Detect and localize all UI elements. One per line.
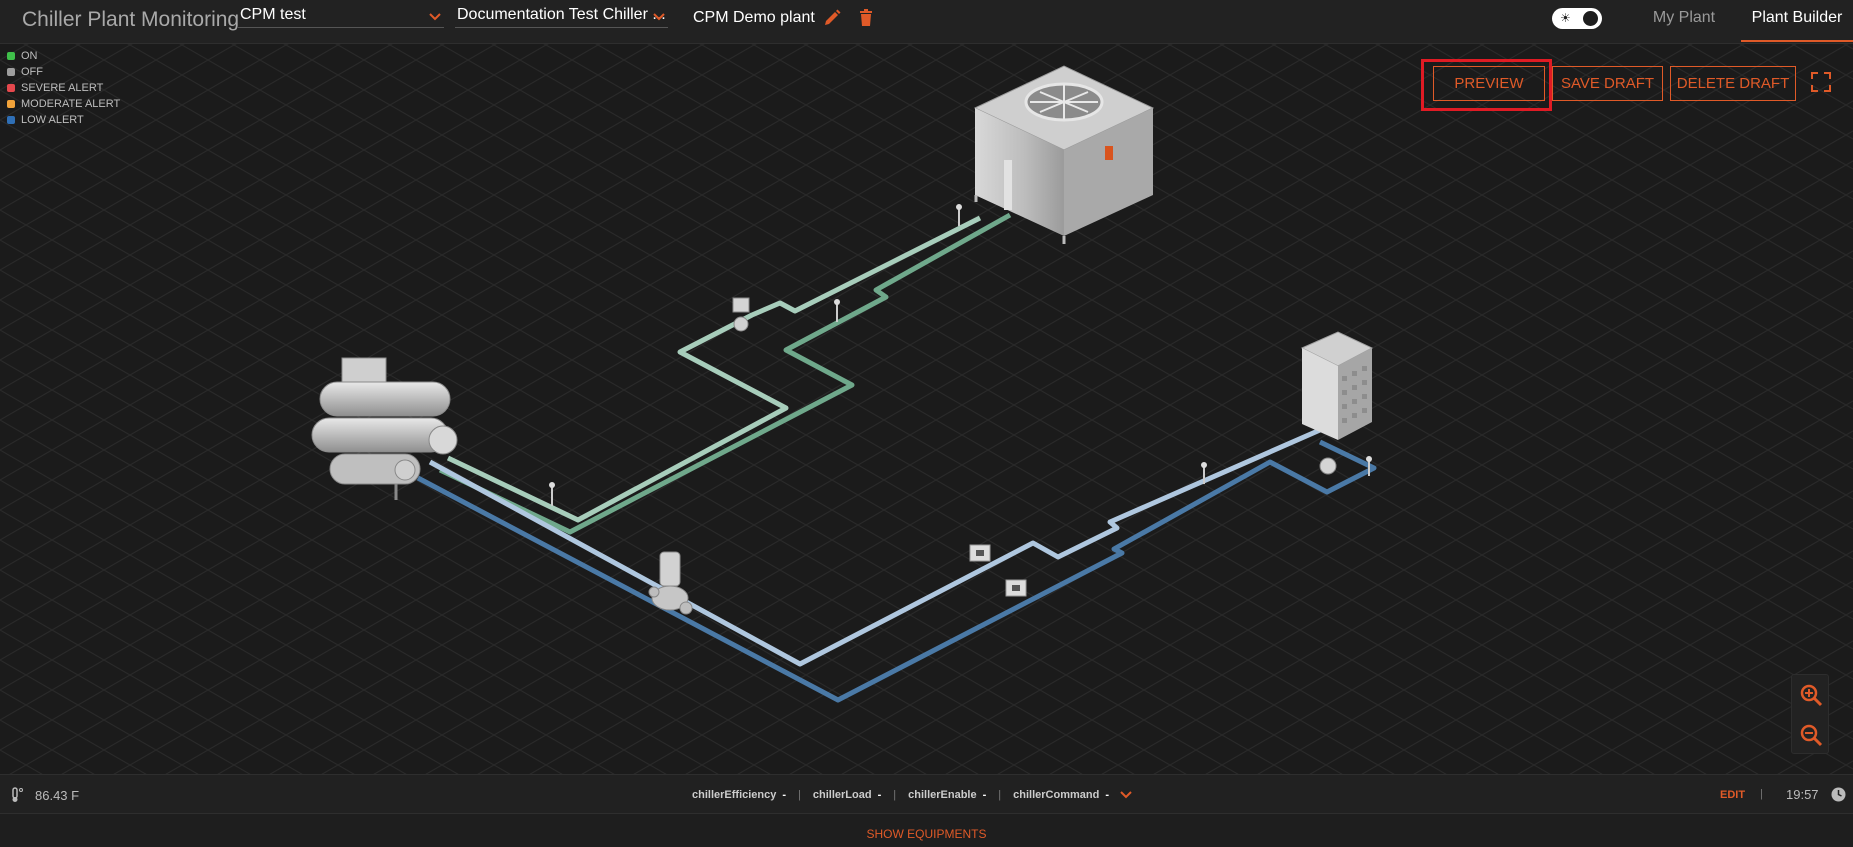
valve-icon [732,297,750,332]
sun-icon: ☀ [1560,11,1571,25]
param-value: - [1105,789,1109,801]
flow-meter-icon [969,544,991,562]
legend-label: ON [21,50,38,62]
param-chiller-command: chillerCommand - [1013,789,1109,801]
legend-label: LOW ALERT [21,114,84,126]
param-label: chillerCommand [1013,789,1100,801]
chilled-return-pipe [416,439,1377,703]
delete-draft-button[interactable]: DELETE DRAFT [1670,66,1796,101]
param-value: - [782,789,787,801]
legend-item-off: OFF [7,64,120,80]
legend-swatch [7,68,15,76]
sensor-icon [834,299,840,322]
project-select-value: CPM test [240,6,306,23]
theme-toggle[interactable]: ☀ [1552,8,1602,29]
legend-item-moderate: MODERATE ALERT [7,96,120,112]
legend-item-on: ON [7,48,120,64]
separator: | [1760,788,1763,800]
param-chiller-load: chillerLoad - [813,789,881,801]
legend-label: OFF [21,66,43,78]
status-legend: ON OFF SEVERE ALERT MODERATE ALERT LOW A… [7,48,120,128]
thermometer-icon [12,787,23,802]
toggle-knob [1583,11,1598,26]
cooling-tower [973,65,1155,244]
plant-scene [0,44,1853,774]
save-draft-button[interactable]: SAVE DRAFT [1552,66,1663,101]
sensor-icon [1366,456,1372,476]
legend-swatch [7,116,15,124]
chilled-supply-pipe [428,427,1322,667]
chiller-params: chillerEfficiency - | chillerLoad - | ch… [692,788,1133,802]
plant-canvas[interactable]: ON OFF SEVERE ALERT MODERATE ALERT LOW A… [0,44,1853,774]
zoom-controls [1791,674,1829,754]
trash-icon[interactable] [856,8,876,28]
chiller [311,357,458,500]
chiller-select-value: Documentation Test Chiller ... [457,6,666,23]
flow-meter-icon [1005,579,1027,597]
param-value: - [982,789,987,801]
condenser-return-pipe [438,212,1012,535]
sensor-icon [956,204,962,226]
chevron-down-icon [653,13,665,21]
param-separator: | [798,789,801,801]
time-readout: 19:57 [1786,787,1819,802]
fullscreen-icon[interactable] [1810,71,1832,93]
legend-swatch [7,52,15,60]
param-label: chillerLoad [812,789,872,801]
bottom-bar: SHOW EQUIPMENTS [0,814,1853,847]
clock-icon [1831,787,1846,802]
legend-swatch [7,84,15,92]
chevron-down-icon[interactable] [1119,788,1133,802]
legend-item-severe: SEVERE ALERT [7,80,120,96]
param-label: chillerEnable [908,789,977,801]
valve-icon [1319,457,1337,475]
plant-name: CPM Demo plant [693,9,815,26]
legend-label: MODERATE ALERT [21,98,121,110]
tab-plant-builder[interactable]: Plant Builder [1741,0,1853,42]
param-separator: | [998,789,1002,801]
param-value: - [877,789,882,801]
temperature-readout: 86.43 F [35,788,80,803]
project-select[interactable]: CPM test [238,6,444,28]
sensor-icon [1201,462,1207,484]
edit-button[interactable]: EDIT [1720,789,1746,801]
zoom-out-icon[interactable] [1799,723,1823,747]
legend-item-low: LOW ALERT [7,112,120,128]
app-title: Chiller Plant Monitoring [22,8,240,31]
iso-grid [0,44,1853,774]
pump [648,551,693,615]
param-chiller-efficiency: chillerEfficiency - [692,789,786,801]
param-chiller-enable: chillerEnable - [908,789,986,801]
legend-swatch [7,100,15,108]
building [1300,331,1374,440]
tab-my-plant[interactable]: My Plant [1652,9,1716,26]
zoom-in-icon[interactable] [1799,683,1823,707]
status-bar: 86.43 F chillerEfficiency - | chillerLoa… [0,774,1853,814]
sensor-icon [549,482,555,506]
preview-button[interactable]: PREVIEW [1433,66,1545,101]
legend-label: SEVERE ALERT [21,82,104,94]
pencil-icon[interactable] [822,8,842,28]
param-separator: | [893,789,897,801]
top-bar: Chiller Plant Monitoring CPM test Docume… [0,0,1853,44]
chevron-down-icon [429,13,441,21]
condenser-supply-pipe [446,215,982,523]
param-label: chillerEfficiency [692,789,777,801]
chiller-select[interactable]: Documentation Test Chiller ... [455,6,668,28]
show-equipments-button[interactable]: SHOW EQUIPMENTS [866,827,987,841]
